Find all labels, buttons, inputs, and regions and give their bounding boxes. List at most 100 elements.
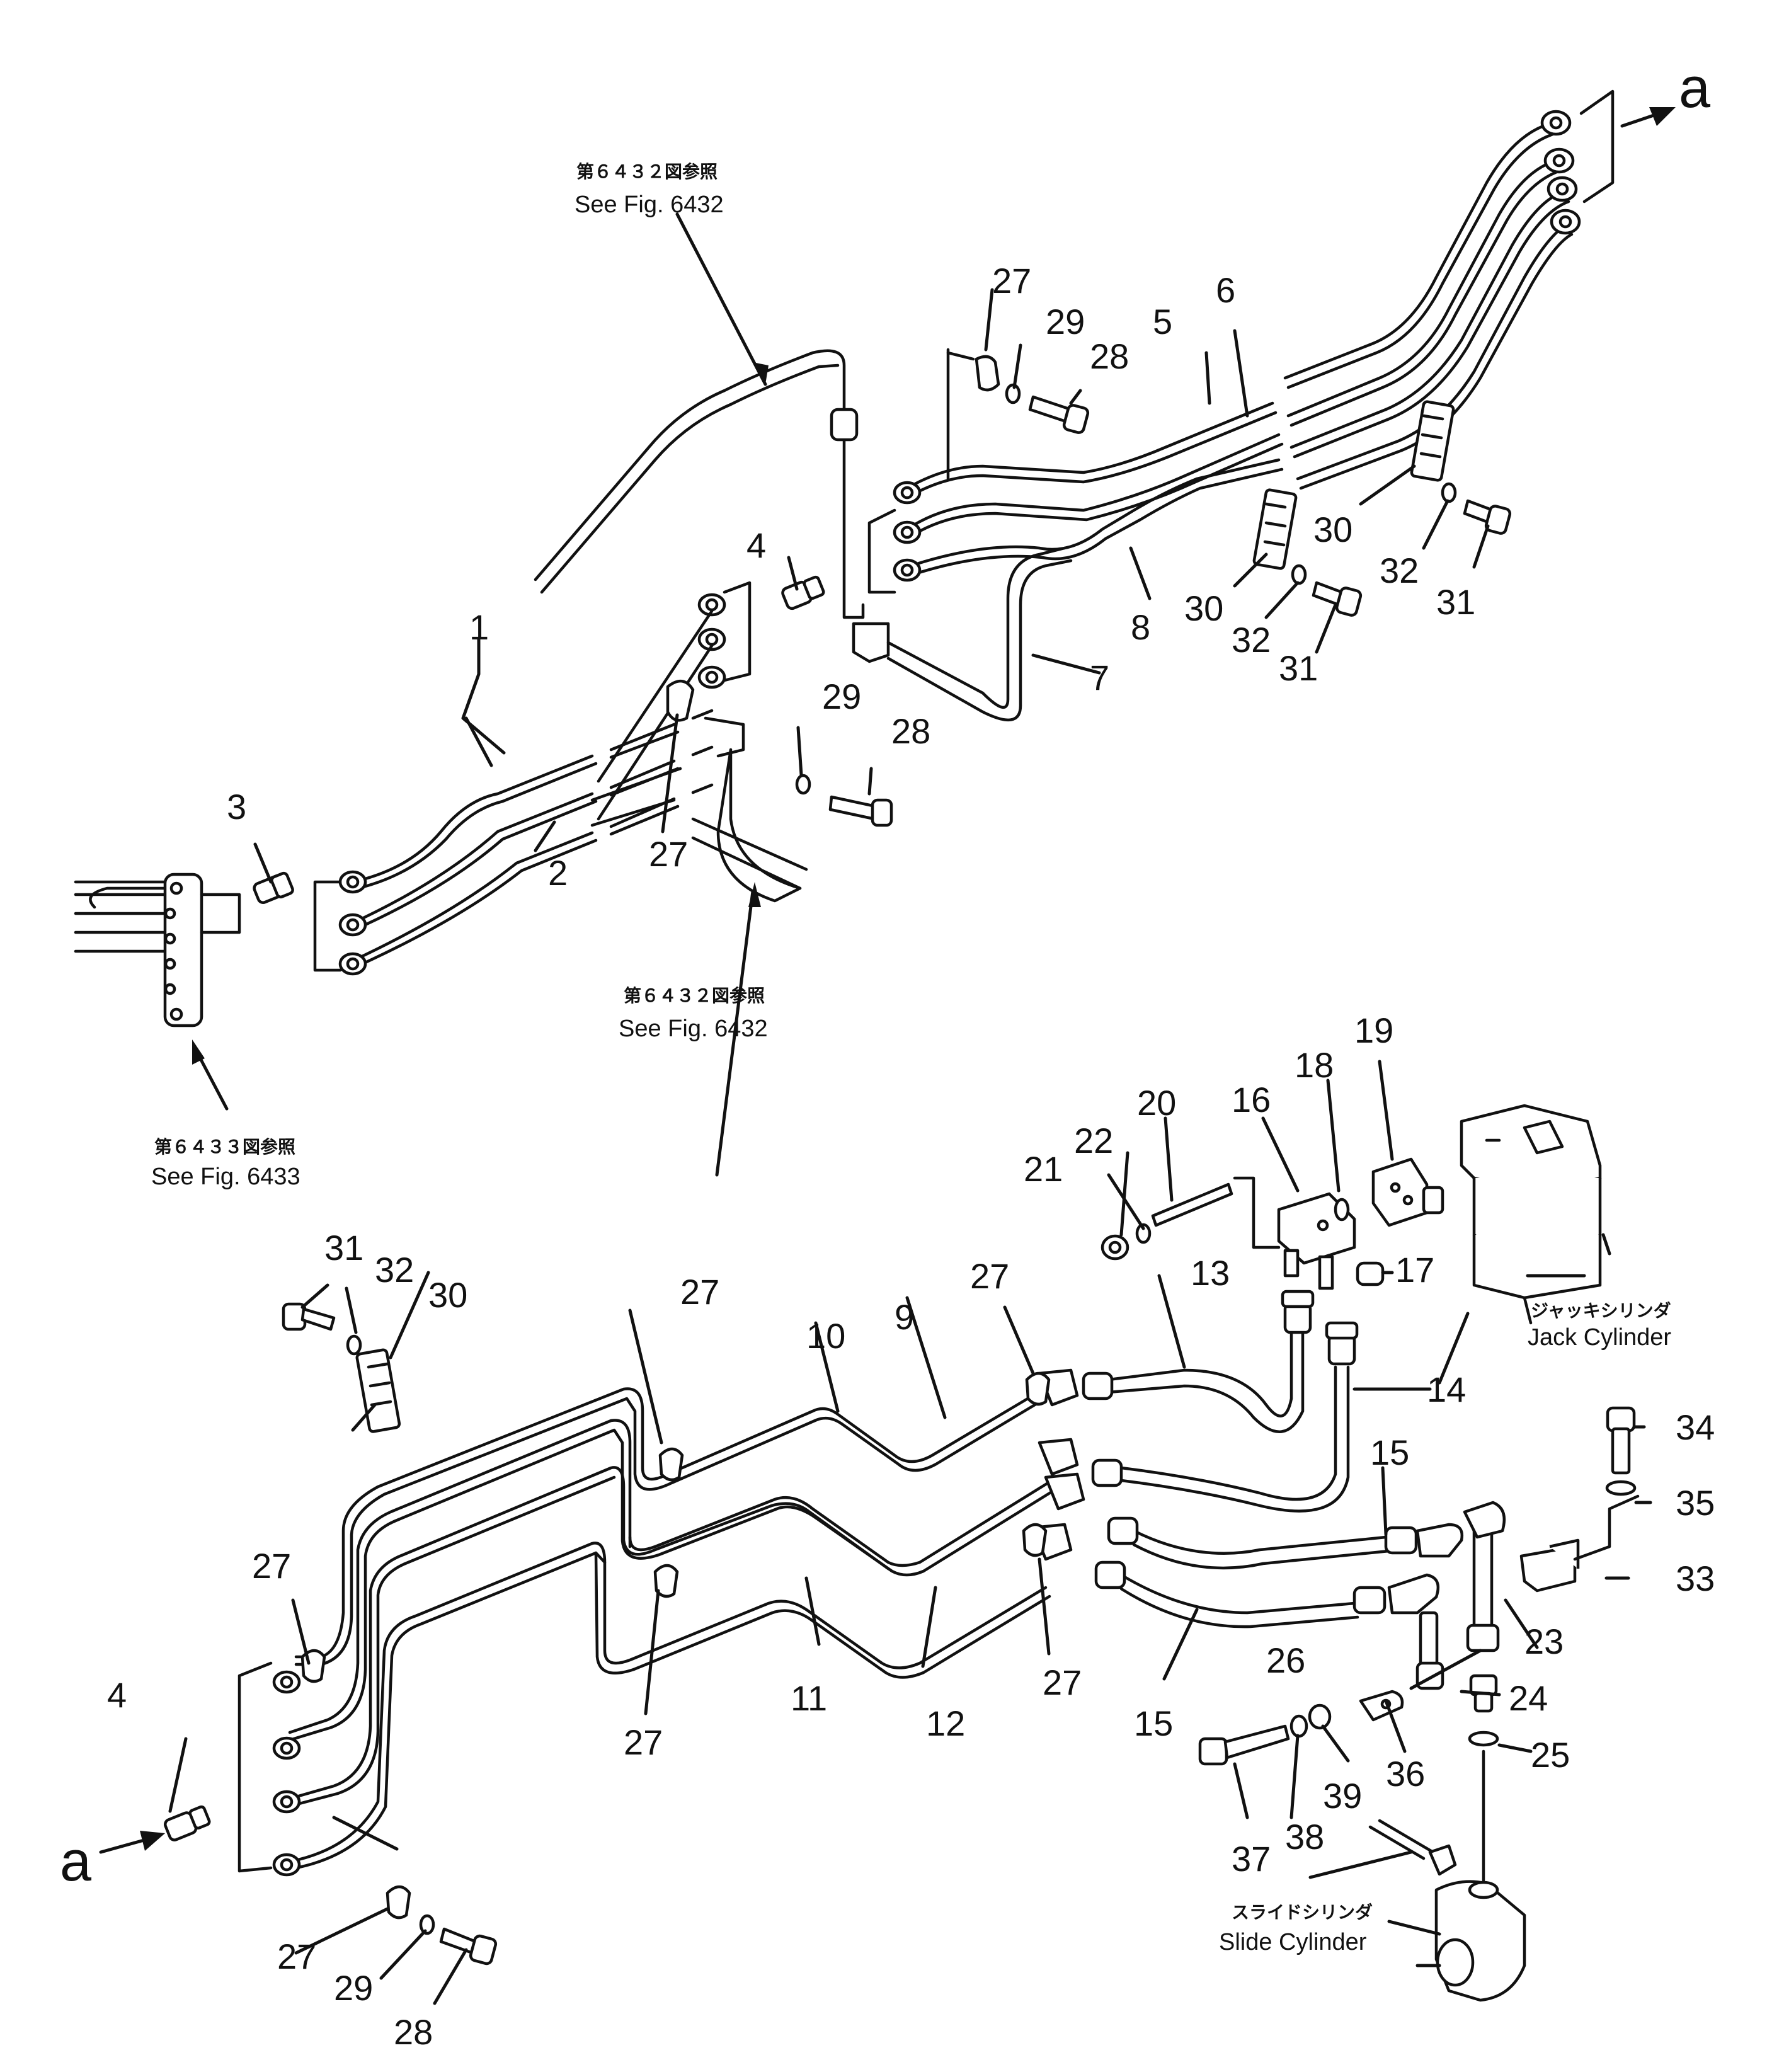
callout-16: 16 [1232,1080,1271,1119]
clamp-27-upper [590,680,808,903]
ref-fig6433-jp: 第６４３３図参照 [154,1136,295,1157]
callout-9: 9 [895,1297,914,1337]
clamp-30-upper-a [1252,488,1298,570]
callout-5: 5 [1153,302,1172,341]
nut [893,558,922,582]
callout-3: 3 [227,787,246,827]
washer-29-c [419,1914,435,1935]
nut [697,665,726,689]
jack-cylinder-label-jp: ジャッキシリンダ [1531,1300,1671,1321]
fitting-24 [1469,1674,1498,1713]
valve-19 [1371,1157,1444,1227]
jack-cylinder [1460,1104,1602,1325]
nut [338,913,367,937]
callout-4-lower: 4 [107,1675,127,1715]
washer-39 [1308,1703,1332,1730]
callout-27-b: 27 [649,834,688,874]
washer-29-b [1005,383,1021,404]
callout-6: 6 [1216,270,1235,310]
callout-32-a: 32 [1380,551,1419,590]
callout-17: 17 [1395,1250,1434,1290]
callout-25: 25 [1531,1735,1570,1775]
clip-36 [1359,1690,1404,1722]
bolt-31-a [1312,581,1363,617]
nut [338,952,367,976]
callout-35: 35 [1676,1483,1715,1523]
callout-38: 38 [1285,1817,1324,1857]
callout-27-d: 27 [970,1256,1009,1296]
washer-32-a [1291,564,1307,585]
callout-31-c: 31 [324,1228,363,1268]
bolt-31-c [282,1302,336,1331]
callout-20: 20 [1137,1083,1176,1123]
washer-32-c [346,1334,362,1356]
bolt-28-c [439,1927,498,1966]
nut [272,1736,301,1760]
callout-28-c: 28 [394,2012,433,2052]
callout-34: 34 [1676,1407,1715,1447]
callout-18: 18 [1295,1045,1334,1085]
callout-23: 23 [1524,1622,1564,1661]
callout-27-c: 27 [680,1272,719,1312]
upper-assembly [74,89,1676,1027]
nut [1550,209,1581,235]
connector-3 [253,871,294,904]
jack-cylinder-label-en: Jack Cylinder [1528,1324,1671,1351]
nut [272,1853,301,1877]
callout-29-b: 29 [822,677,861,716]
leader-lines [168,212,1652,2005]
clamp-27-top [946,348,1000,481]
bracket-33 [1519,1494,1640,1593]
connector-4-lower [164,1805,211,1841]
hose-14 [1091,1321,1359,1513]
ref-fig6432-mid-en: See Fig. 6432 [619,1016,768,1042]
nut [272,1670,301,1694]
callout-1: 1 [469,607,489,647]
callout-11: 11 [791,1678,827,1718]
clamp-27-lower-f [386,1885,411,1920]
washer-22 [1135,1223,1152,1244]
clamp-27-lower-b [658,1447,684,1482]
plug-17 [1356,1261,1385,1286]
tube-bundle-5-6-8 [867,89,1615,594]
callout-12: 12 [926,1703,965,1743]
callout-27-h: 27 [277,1937,316,1976]
manifold-block [74,873,241,1027]
slide-cylinder [1368,1749,1526,2002]
callout-39: 39 [1323,1776,1362,1816]
hose-13 [1082,1290,1315,1433]
clamp-27-lower-c [653,1564,679,1598]
callout-26: 26 [1266,1640,1305,1680]
nut [893,481,922,505]
continuation-arrow-bottom [99,1831,165,1854]
continuation-label-bottom: a [60,1830,92,1893]
pipe-23 [1463,1501,1506,1652]
callout-37: 37 [1232,1839,1271,1879]
bolt-28-a [828,795,893,827]
oring-25 [1468,1731,1499,1747]
ref-fig6432-top-jp: 第６４３２図参照 [576,161,718,182]
callout-30-b: 30 [1184,588,1223,628]
tube-bundle-9-12 [237,1368,1085,1877]
fitting-26 [1415,1611,1444,1690]
bolt-34 [1606,1406,1636,1475]
callout-numbers: 1 2 3 4 4 5 6 7 8 9 10 11 12 13 14 15 15… [60,57,1715,2052]
stud-20 [1151,1176,1281,1249]
slide-cylinder-label-en: Slide Cylinder [1219,1929,1367,1955]
callout-15-a: 15 [1370,1433,1409,1472]
callout-28-b: 28 [891,711,930,751]
washer-29-a [795,774,811,795]
callout-28-a: 28 [1090,336,1129,376]
callout-24: 24 [1509,1678,1548,1718]
oring-18 [1334,1198,1350,1222]
bolt-28-b [1028,395,1090,434]
nut-21 [1101,1234,1129,1261]
tube-bundle-1-2 [313,581,752,976]
bolt-37 [1198,1724,1290,1766]
nut [1540,110,1572,136]
callout-31-b: 31 [1279,648,1318,688]
callout-4-upper: 4 [746,525,766,565]
ref-fig6432-top-en: See Fig. 6432 [575,192,724,218]
